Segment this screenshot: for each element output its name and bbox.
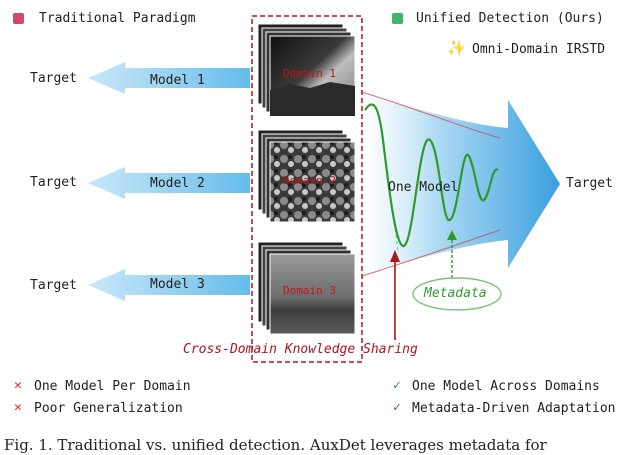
omni-domain-label: Omni-Domain IRSTD [472, 42, 606, 57]
model-3-label: Model 3 [150, 277, 205, 292]
pro-item-1: One Model Across Domains [412, 379, 600, 394]
domain-3-image-stack [257, 241, 356, 335]
pro-item-2: Metadata-Driven Adaptation [412, 401, 616, 416]
model-1-arrow [88, 62, 250, 94]
figure-caption: Fig. 1. Traditional vs. unified detectio… [4, 436, 547, 454]
domain-3-label: Domain 3 [283, 284, 336, 297]
model-1-label: Model 1 [150, 73, 205, 88]
model-2-label: Model 2 [150, 176, 205, 191]
traditional-legend-label: Traditional Paradigm [39, 11, 196, 26]
model-3-arrow [88, 269, 250, 301]
domain-2-label: Domain 2 [283, 174, 336, 187]
con-item-2: Poor Generalization [34, 401, 183, 416]
model-2-arrow [88, 167, 250, 199]
right-target-label: Target [566, 176, 613, 191]
knowledge-sharing-label: Cross-Domain Knowledge Sharing [183, 342, 418, 357]
unified-model-arrow [362, 92, 560, 276]
traditional-legend-swatch [13, 13, 24, 24]
domain-2-image-stack [257, 129, 356, 223]
check-icon: ✓ [393, 378, 401, 393]
adaptation-wave-dashed [382, 139, 399, 251]
target-label-1: Target [30, 71, 77, 86]
lower-boundary-line [361, 229, 501, 277]
domain-1-image-stack [257, 23, 356, 117]
domains-dashed-box [251, 15, 363, 363]
unified-legend-swatch [392, 13, 403, 24]
check-icon: ✓ [393, 400, 401, 415]
cross-icon: ✕ [14, 400, 22, 415]
target-label-2: Target [30, 175, 77, 190]
con-item-1: One Model Per Domain [34, 379, 191, 394]
domain-1-label: Domain 1 [283, 67, 336, 80]
metadata-bubble [412, 277, 502, 311]
sparkle-icon: ✨ [447, 39, 466, 57]
cross-icon: ✕ [14, 378, 22, 393]
upper-boundary-line [361, 91, 501, 139]
metadata-label: Metadata [424, 286, 487, 301]
target-label-3: Target [30, 278, 77, 293]
one-model-label: One Model [388, 180, 459, 195]
unified-legend-label: Unified Detection (Ours) [416, 11, 604, 26]
